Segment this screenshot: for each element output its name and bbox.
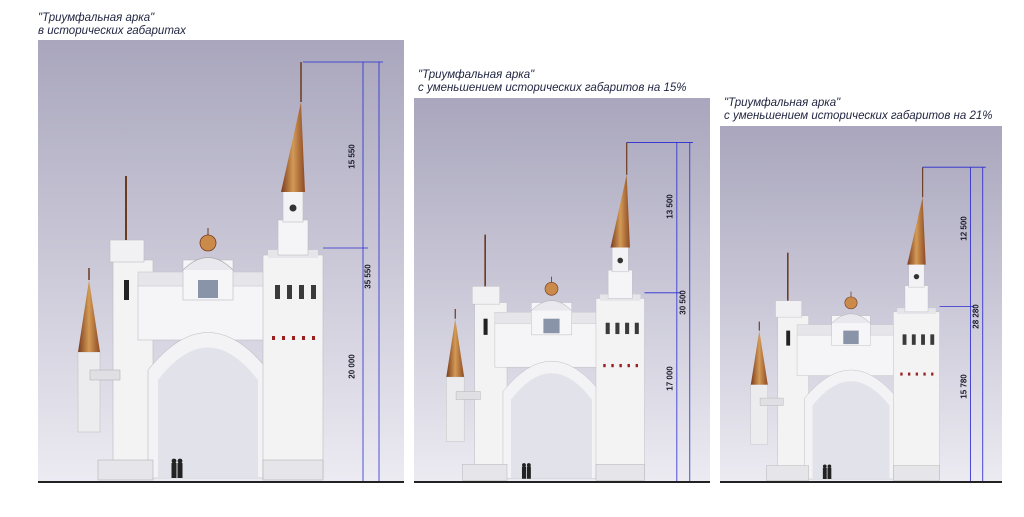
panel-3-title: "Триумфальная арка" [724, 97, 841, 109]
dim-total-3: 28 280 [971, 304, 981, 329]
panel-3-caption: "Триумфальная арка" с уменьшением истори… [724, 97, 992, 123]
dim-lower-2: 17 000 [665, 366, 675, 391]
panel-1-subtitle: в исторических габаритах [38, 25, 186, 37]
ground-line-3 [720, 481, 1002, 483]
panel-2-title: "Триумфальная арка" [418, 69, 535, 81]
panel-1-caption: "Триумфальная арка" в исторических габар… [38, 12, 186, 38]
arch-elevation-21 [720, 126, 1002, 482]
panel-2-subtitle: с уменьшением исторических габаритов на … [418, 82, 687, 94]
dim-total-1: 35 550 [363, 264, 373, 289]
dim-upper-1: 15 550 [347, 144, 357, 169]
arch-elevation-historic [38, 40, 404, 482]
dim-upper-3: 12 500 [959, 216, 969, 241]
dimension-lines [303, 61, 383, 482]
panel-3-subtitle: с уменьшением исторических габаритов на … [724, 110, 993, 122]
dim-total-2: 30 500 [678, 290, 688, 315]
dim-upper-2: 13 500 [665, 194, 675, 219]
ground-line-1 [38, 481, 404, 483]
panel-2-drawing: 13 500 30 500 17 000 [414, 98, 710, 482]
dim-lower-3: 15 780 [959, 374, 969, 399]
dim-lower-1: 20 000 [347, 354, 357, 379]
panel-1-title: "Триумфальная арка" [38, 12, 155, 24]
arch-elevation-15 [414, 98, 710, 482]
panel-3-drawing: 12 500 28 280 15 780 [720, 126, 1002, 482]
panel-2-caption: "Триумфальная арка" с уменьшением истори… [418, 69, 686, 95]
panel-1-drawing: 15 550 35 550 20 000 [38, 40, 404, 482]
triumphal-arch [77, 62, 324, 481]
ground-line-2 [414, 481, 710, 483]
